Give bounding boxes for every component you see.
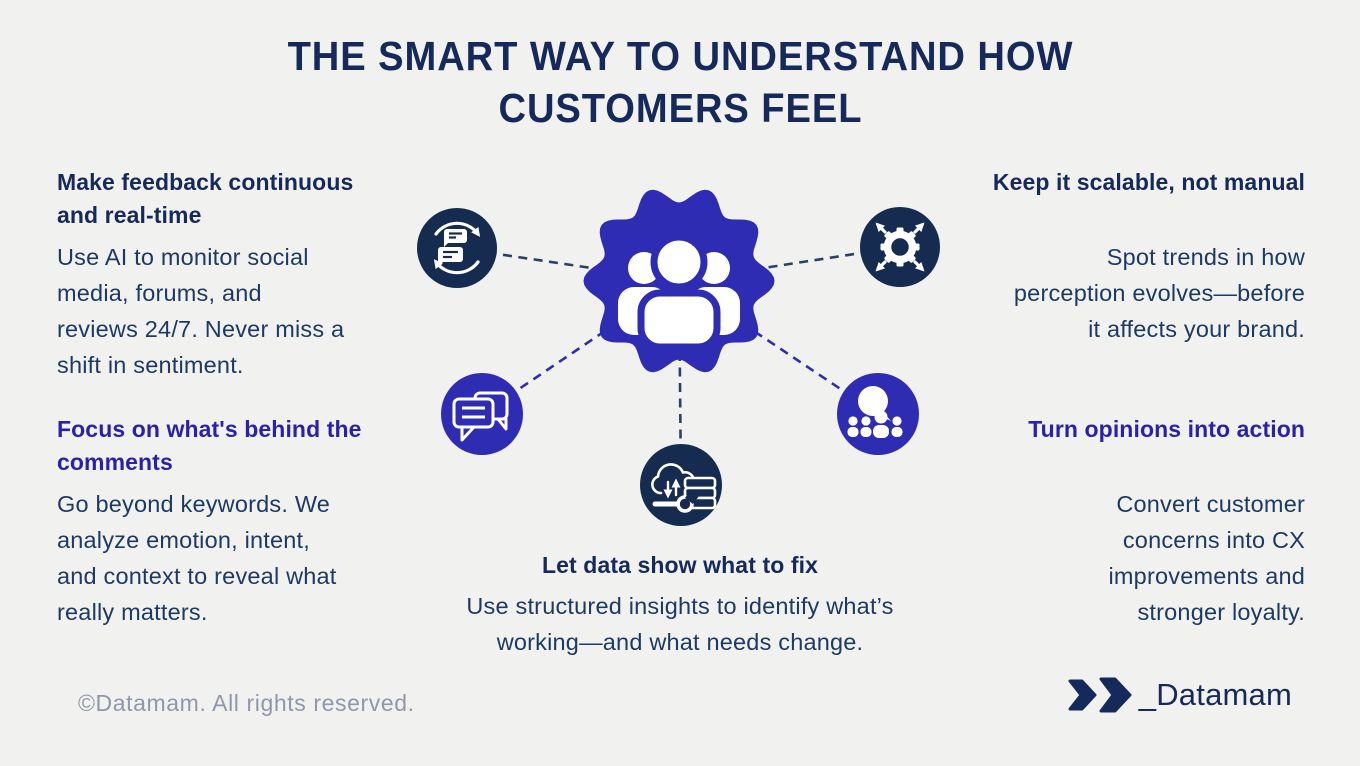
page-title-line1: THE SMART WAY TO UNDERSTAND HOW <box>287 33 1073 79</box>
block-bottom-left-body: Go beyond keywords. We analyze emotion, … <box>57 491 337 625</box>
brand-wordmark: _Datamam <box>1138 677 1292 712</box>
block-bottom-right-body: Convert customer concerns into CX improv… <box>1108 491 1305 625</box>
satellite-feedback-loop <box>417 208 497 288</box>
cloud-data-fix-icon <box>651 463 717 513</box>
block-bottom-center: Let data show what to fix Use structured… <box>370 549 990 660</box>
block-bottom-center-body: Use structured insights to identify what… <box>466 593 894 655</box>
audience-bubble-icon <box>847 386 903 438</box>
block-top-right-body: Spot trends in how perception evolves—be… <box>1013 244 1305 342</box>
satellite-conversations <box>441 373 523 455</box>
speech-bubbles-icon <box>452 391 509 442</box>
brand-logo: _Datamam <box>1067 676 1292 714</box>
satellite-audience <box>837 373 919 455</box>
block-bottom-right-heading: Turn opinions into action <box>1028 416 1305 442</box>
block-top-right: Keep it scalable, not manual Spot trends… <box>970 166 1305 347</box>
gear-expand-icon <box>875 222 925 272</box>
people-group-icon <box>618 233 740 351</box>
page-title-line2: CUSTOMERS FEEL <box>497 85 862 131</box>
block-top-left: Make feedback continuous and real-time U… <box>57 166 392 383</box>
block-bottom-right: Turn opinions into action Convert custom… <box>970 413 1305 630</box>
block-bottom-left-heading: Focus on what's behind the comments <box>57 416 362 475</box>
page-title: THE SMART WAY TO UNDERSTAND HOW CUSTOMER… <box>0 30 1360 134</box>
block-bottom-center-heading: Let data show what to fix <box>542 552 818 578</box>
chat-refresh-icon <box>433 221 481 275</box>
block-top-left-heading: Make feedback continuous and real-time <box>57 169 354 228</box>
block-bottom-left: Focus on what's behind the comments Go b… <box>57 413 392 630</box>
block-top-left-body: Use AI to monitor social media, forums, … <box>57 244 345 378</box>
satellite-scale <box>860 207 940 287</box>
satellite-data-tools <box>640 444 722 526</box>
block-top-right-heading: Keep it scalable, not manual <box>992 169 1305 195</box>
copyright-text: ©Datamam. All rights reserved. <box>78 690 415 716</box>
double-chevron-icon <box>1068 677 1132 713</box>
